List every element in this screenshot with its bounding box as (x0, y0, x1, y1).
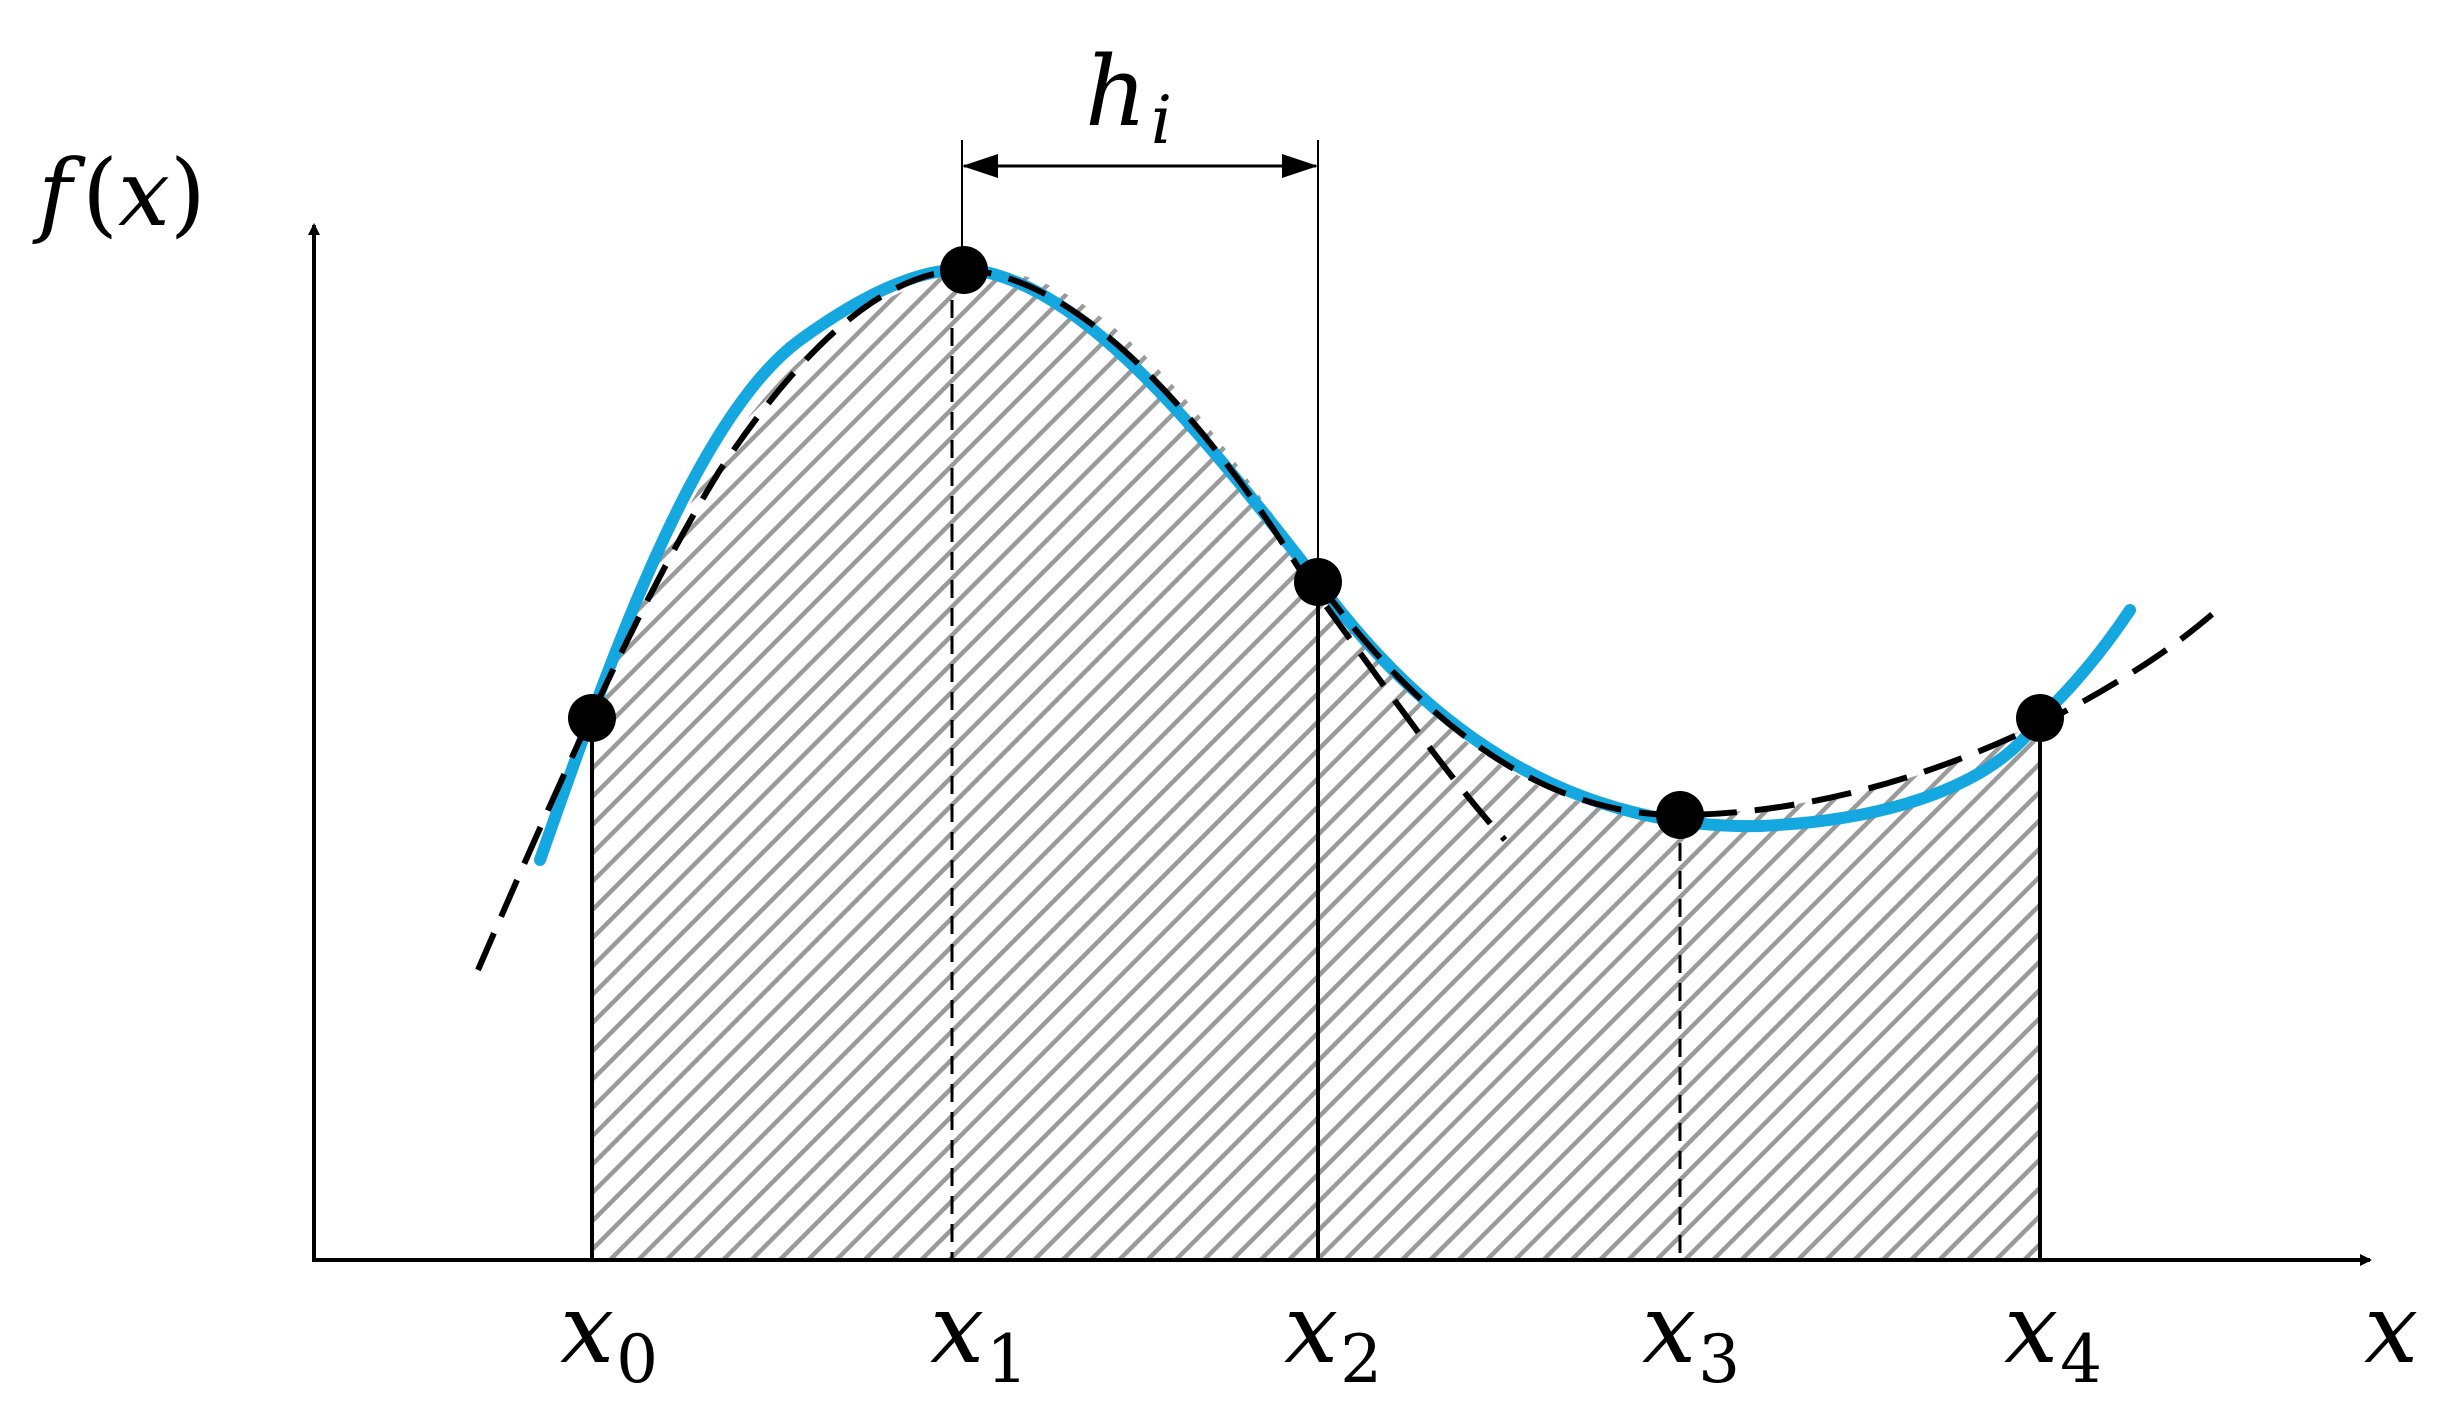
node-label-x0-base: x (560, 1273, 614, 1385)
h-label: hi (1085, 36, 1172, 159)
node-label-x2-sub: 2 (1340, 1321, 1382, 1398)
interpolant-dashed-segment-2 (1315, 580, 2226, 819)
node-label-x4: x4 (2004, 1273, 2102, 1398)
y-axis-label: f(x) (32, 140, 206, 247)
node-label-x1-sub: 1 (986, 1321, 1028, 1398)
node-point-x4 (2016, 694, 2064, 742)
node-label-x0: x0 (560, 1273, 658, 1398)
y-axis-label-f: f (32, 140, 86, 247)
y-axis-label-arg: x (118, 140, 170, 247)
node-label-x3-base: x (1642, 1273, 1696, 1385)
node-label-x1-base: x (930, 1273, 984, 1385)
node-point-x0 (568, 694, 616, 742)
y-axis-label-close-paren: ) (170, 140, 206, 247)
node-point-x2 (1294, 558, 1342, 606)
node-label-x4-base: x (2004, 1273, 2058, 1385)
node-label-x0-sub: 0 (616, 1321, 658, 1398)
y-axis-label-open-paren: ( (82, 140, 118, 247)
x-axis-label: x (2364, 1273, 2418, 1385)
node-label-x4-sub: 4 (2060, 1321, 2102, 1398)
node-point-x1 (940, 246, 988, 294)
node-label-x2: x2 (1284, 1273, 1382, 1398)
h-label-sub: i (1151, 82, 1172, 159)
node-label-x3: x3 (1642, 1273, 1740, 1398)
node-label-x2-base: x (1284, 1273, 1338, 1385)
h-label-base: h (1085, 36, 1147, 148)
node-label-x1: x1 (930, 1273, 1028, 1398)
node-point-x3 (1656, 791, 1704, 839)
node-label-x3-sub: 3 (1698, 1321, 1740, 1398)
